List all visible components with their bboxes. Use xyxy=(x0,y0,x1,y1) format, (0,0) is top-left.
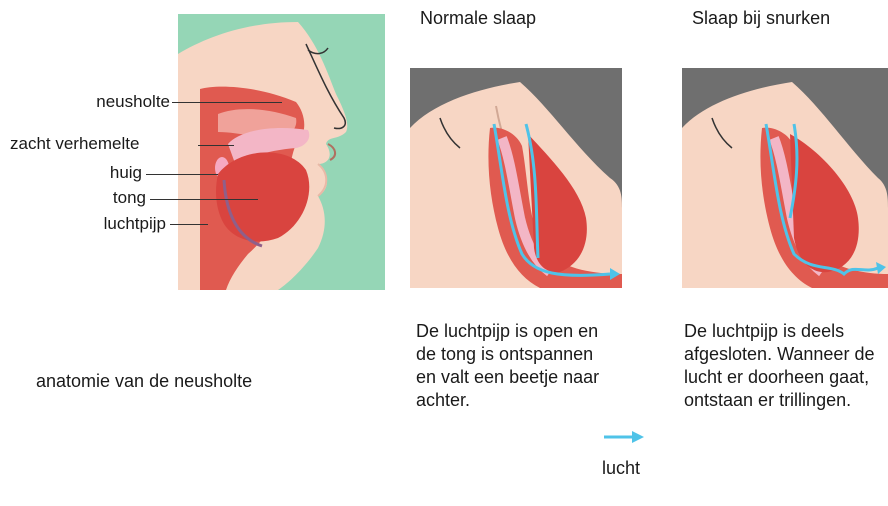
anatomy-caption: anatomie van de neusholte xyxy=(36,370,252,393)
normal-title: Normale slaap xyxy=(420,8,536,29)
label-tong: tong xyxy=(113,188,146,208)
air-arrow-icon xyxy=(604,430,644,442)
snoring-drawing xyxy=(682,68,888,288)
anatomy-illustration xyxy=(178,14,385,290)
leader-neusholte xyxy=(172,102,282,103)
leader-zacht-verhemelte xyxy=(198,145,234,146)
normal-caption: De luchtpijp is open en de tong is ontsp… xyxy=(416,320,616,412)
air-legend-label: lucht xyxy=(602,458,640,478)
label-zacht-verhemelte: zacht verhemelte xyxy=(10,134,139,154)
leader-huig xyxy=(146,174,218,175)
leader-luchtpijp xyxy=(170,224,208,225)
normal-sleep-illustration xyxy=(410,68,622,288)
snoring-caption: De luchtpijp is deels afgesloten. Wannee… xyxy=(684,320,886,412)
snoring-illustration xyxy=(682,68,888,288)
anatomy-head-drawing xyxy=(178,14,385,290)
snoring-title: Slaap bij snurken xyxy=(692,8,830,29)
label-huig: huig xyxy=(110,163,142,183)
label-neusholte: neusholte xyxy=(96,92,170,112)
normal-sleep-drawing xyxy=(410,68,622,288)
label-luchtpijp: luchtpijp xyxy=(104,214,166,234)
leader-tong xyxy=(150,199,258,200)
